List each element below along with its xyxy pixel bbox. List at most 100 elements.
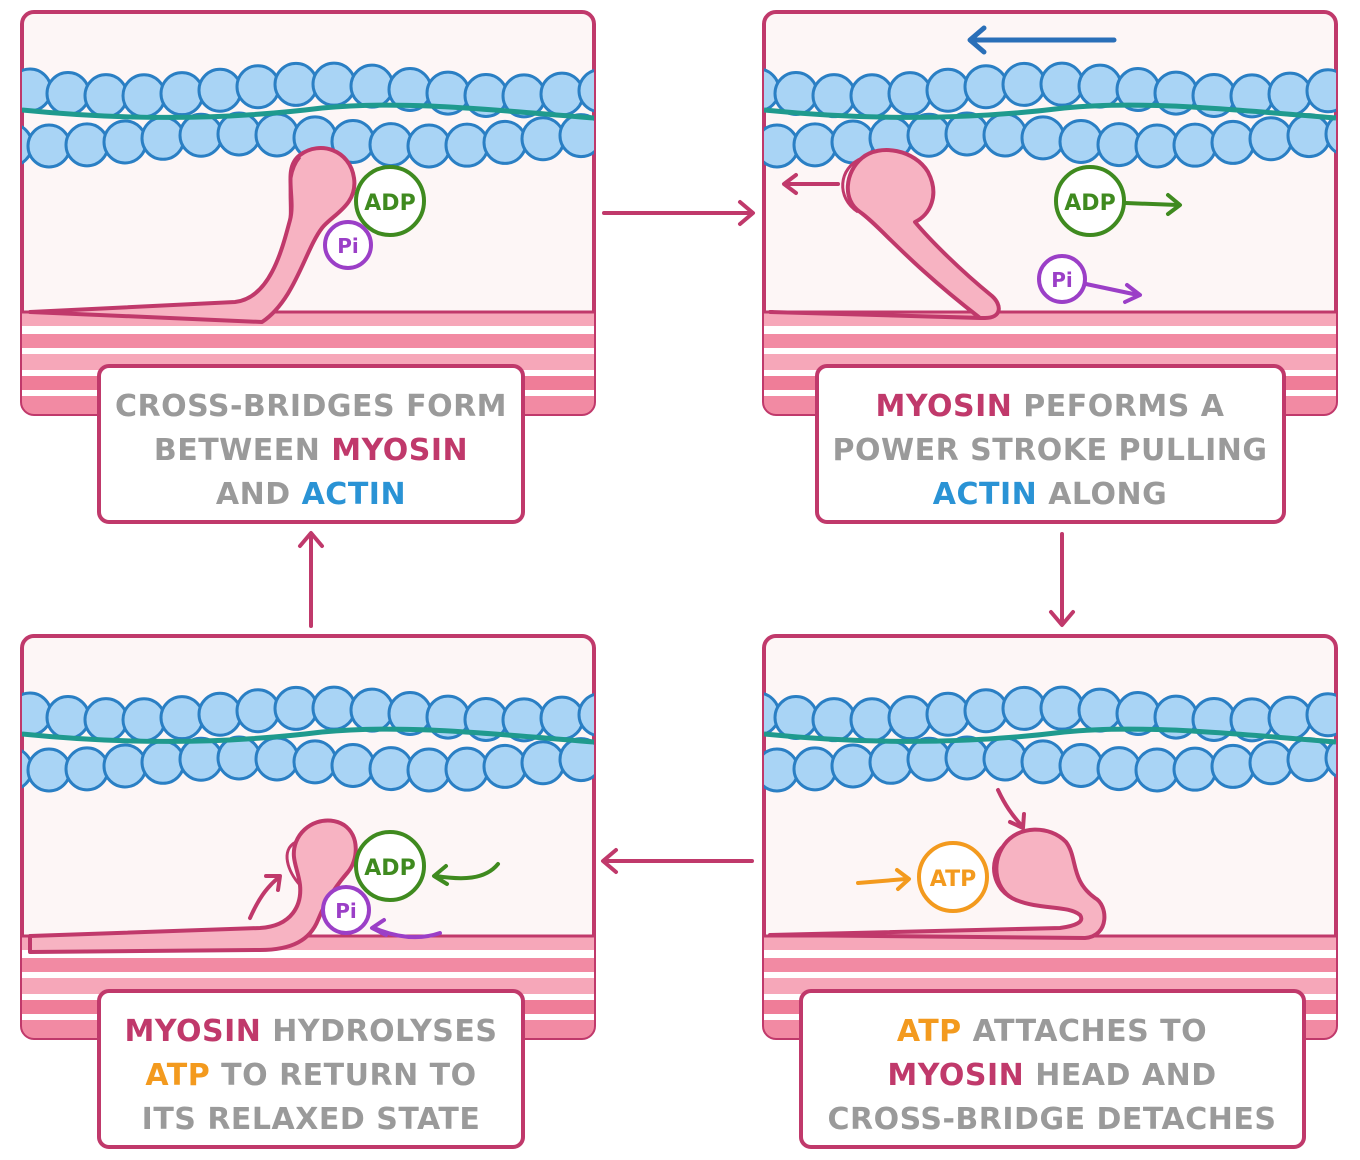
caption-line: ATP ATTACHES TO [897,1014,1207,1049]
filament-stripe [22,326,594,334]
caption-line: CROSS-BRIDGES FORM [115,389,507,424]
actin-monomer [1286,737,1332,783]
actin-monomer [0,66,13,108]
actin-monomer [102,119,148,165]
actin-monomer [22,67,53,113]
actin-monomer [963,688,1009,734]
caption-plain-text: PEFORMS A [1012,389,1224,424]
myosin-head [28,818,358,954]
caption-atp-text: ATP [145,1058,210,1093]
actin-monomer [1039,685,1085,731]
adp-label: ADP [364,191,415,216]
pi-molecule: Pi [321,885,442,940]
actin-monomer [520,116,566,162]
actin-monomer [406,747,452,793]
actin-monomer [159,71,205,117]
tropomyosin-strand [22,726,594,745]
actin-monomer [811,697,857,743]
actin-monomer [178,112,224,158]
actin-monomer [1267,71,1313,117]
actin-monomer [22,691,53,737]
actin-monomer [764,67,781,113]
actin-monomer [944,111,990,157]
actin-monomer [1001,61,1047,107]
cycle-arrow-right [602,200,755,226]
pi-molecule: Pi [323,220,373,270]
actin-monomer [254,112,300,158]
actin-monomer [26,123,72,169]
actin-monomer [1039,61,1085,107]
caption-plain-text: HEAD AND [1024,1058,1216,1093]
myosin-pull-arrow [782,173,840,195]
actin-monomer [1324,735,1336,781]
filament-stripe [764,334,1336,348]
adp-label: ADP [364,856,415,881]
myosin-head [28,146,357,324]
actin-monomer [45,70,91,116]
caption-line: MYOSIN HEAD AND [887,1058,1216,1093]
actin-monomer [811,73,857,119]
actin-monomer [1248,116,1294,162]
actin-monomer [1305,68,1336,114]
caption-line: AND ACTIN [216,477,406,512]
actin-monomer [1020,739,1066,785]
pi-molecule: Pi [1037,254,1142,304]
actin-monomer [982,112,1028,158]
actin-monomer [1077,687,1123,733]
caption-actin-text: ACTIN [933,477,1037,512]
actin-monomer [197,67,243,113]
actin-monomer [235,64,281,110]
filament-stripe [22,950,594,958]
actin-monomer [140,115,186,161]
actin-monomer [1210,119,1256,165]
actin-monomer [764,691,781,737]
actin-monomer [887,695,933,741]
cycle-arrow-up [298,531,324,628]
actin-monomer [121,697,167,743]
actin-monomer [539,695,585,741]
caption-plain-text: POWER STROKE PULLING [833,433,1268,468]
caption-atp-text: ATP [897,1014,962,1049]
actin-monomer [1020,115,1066,161]
cycle-arrow-left [601,848,754,874]
actin-monomer [121,73,167,119]
actin-monomer [444,122,490,168]
actin-monomer [311,61,357,107]
actin-monomer [64,122,110,168]
actin-monomer [944,735,990,781]
actin-monomer [1096,122,1142,168]
actin-monomer [906,736,952,782]
actin-monomer [925,67,971,113]
caption-plain-text: HYDROLYSES [261,1014,497,1049]
actin-monomer [45,694,91,740]
tropomyosin-strand [22,102,594,121]
pi-label: Pi [1051,268,1073,292]
actin-movement-arrow [967,25,1117,55]
actin-monomer [1345,690,1360,732]
caption-myosin-text: MYOSIN [331,433,468,468]
actin-monomer [273,61,319,107]
actin-monomer [598,113,640,155]
filament-stripe [764,972,1336,978]
caption-plain-text: CROSS-BRIDGES FORM [115,389,507,424]
tropomyosin-strand [764,726,1336,745]
actin-monomer [1267,695,1313,741]
actin-monomer [1286,113,1332,159]
adp-label: ADP [1064,191,1115,216]
actin-monomer [849,73,895,119]
caption-plain-text: ITS RELAXED STATE [142,1102,481,1137]
actin-monomer [0,690,13,732]
adp-molecule: ADP [354,830,500,902]
actin-monomer [102,743,148,789]
